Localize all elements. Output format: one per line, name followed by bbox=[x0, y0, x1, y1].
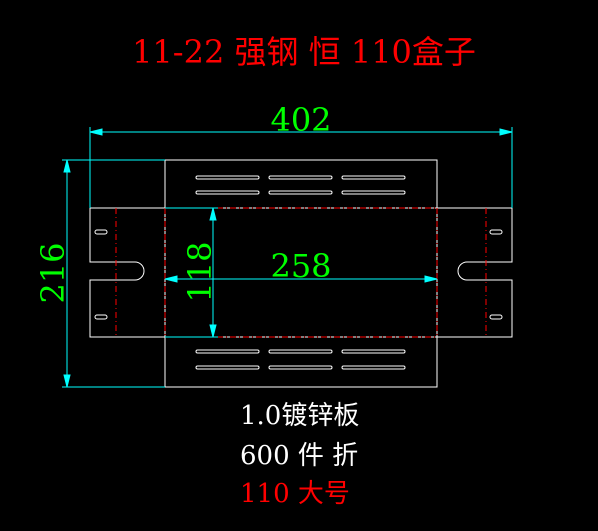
dim-402-label: 402 bbox=[270, 101, 331, 139]
bottom-flange bbox=[164, 336, 438, 388]
vent-slot bbox=[195, 349, 260, 354]
left-tab bbox=[89, 207, 165, 338]
vent-slots-bottom bbox=[195, 349, 406, 370]
top-flange bbox=[164, 159, 438, 209]
dimension-lines bbox=[62, 127, 513, 388]
vent-slots-top bbox=[195, 175, 406, 195]
vent-slot bbox=[341, 365, 406, 370]
vent-slot bbox=[268, 349, 333, 354]
dim-118-arrow-bottom bbox=[209, 324, 217, 338]
dim-216-arrow-top bbox=[63, 159, 71, 173]
dim-258-arrow-right bbox=[424, 275, 438, 283]
dim-216-label: 216 bbox=[34, 242, 72, 303]
dim-402-arrow-right bbox=[499, 128, 513, 136]
right-tab bbox=[437, 207, 513, 338]
vent-slot bbox=[268, 365, 333, 370]
note-quantity: 600 件 折 bbox=[240, 441, 358, 471]
vent-slot bbox=[341, 190, 406, 195]
mounting-slot bbox=[94, 229, 108, 235]
vent-slot bbox=[268, 175, 333, 180]
mounting-slots bbox=[94, 229, 503, 320]
dim-216-arrow-bottom bbox=[63, 374, 71, 388]
dim-118-arrow-top bbox=[209, 207, 217, 221]
vent-slot bbox=[195, 190, 260, 195]
vent-slot bbox=[268, 190, 333, 195]
note-material: 1.0镀锌板 bbox=[240, 401, 359, 431]
vent-slot bbox=[341, 349, 406, 354]
mounting-slot bbox=[489, 314, 503, 320]
vent-slot bbox=[341, 175, 406, 180]
note-size: 110 大号 bbox=[240, 479, 350, 509]
dim-258-arrow-left bbox=[164, 275, 178, 283]
mounting-slot bbox=[489, 229, 503, 235]
mounting-slot bbox=[94, 314, 108, 320]
vent-slot bbox=[195, 175, 260, 180]
dim-118-label: 118 bbox=[181, 241, 219, 302]
vent-slot bbox=[195, 365, 260, 370]
fold-lines bbox=[115, 207, 487, 338]
dim-258-label: 258 bbox=[270, 247, 331, 285]
dim-402-arrow-left bbox=[89, 128, 103, 136]
drawing-title: 11-22 强钢 恒 110盒子 bbox=[132, 33, 476, 71]
